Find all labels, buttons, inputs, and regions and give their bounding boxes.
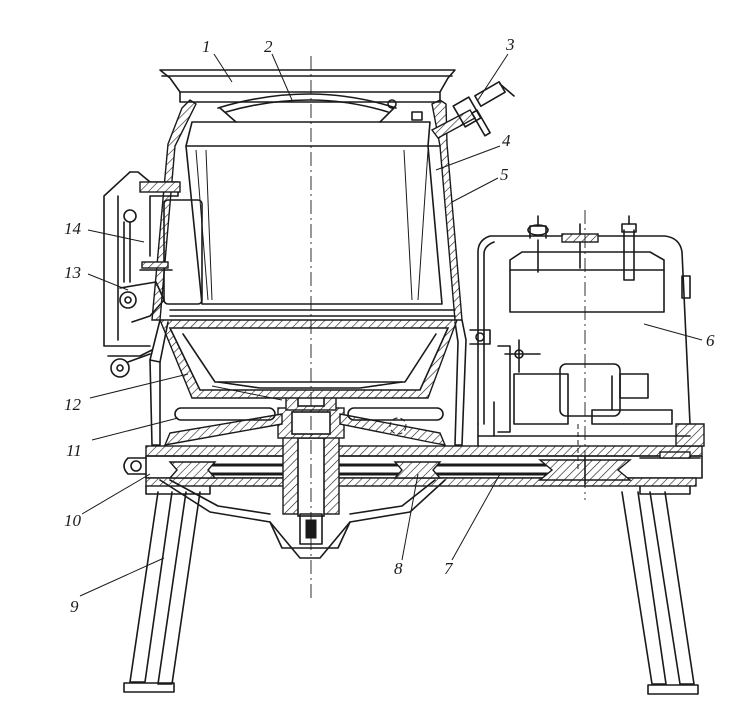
center-lines bbox=[310, 56, 586, 600]
callout-13: 13 bbox=[64, 263, 81, 282]
legs bbox=[123, 491, 699, 695]
callout-labels: 1 2 3 4 5 6 7 8 9 10 11 12 13 14 bbox=[64, 35, 715, 616]
callout-12: 12 bbox=[64, 395, 82, 414]
motor-housing bbox=[469, 215, 705, 470]
callout-10: 10 bbox=[64, 511, 82, 530]
left-pulley bbox=[168, 461, 217, 479]
callout-2: 2 bbox=[264, 37, 273, 56]
callout-11: 11 bbox=[66, 441, 82, 460]
water-valve bbox=[430, 81, 515, 139]
bottom-housing bbox=[159, 479, 446, 559]
inner-drum bbox=[169, 121, 456, 317]
callout-9: 9 bbox=[70, 597, 79, 616]
working-chamber bbox=[158, 319, 459, 401]
rotor-disk bbox=[163, 407, 447, 446]
callout-14: 14 bbox=[64, 219, 82, 238]
callout-8: 8 bbox=[394, 559, 403, 578]
callout-7: 7 bbox=[444, 559, 454, 578]
callout-3: 3 bbox=[505, 35, 515, 54]
hopper-and-lid bbox=[159, 69, 456, 123]
callout-5: 5 bbox=[500, 165, 509, 184]
callout-6: 6 bbox=[706, 331, 715, 350]
callout-1: 1 bbox=[202, 37, 211, 56]
leader-lines bbox=[79, 53, 703, 597]
callout-4: 4 bbox=[502, 131, 511, 150]
door-mechanism bbox=[103, 171, 203, 378]
